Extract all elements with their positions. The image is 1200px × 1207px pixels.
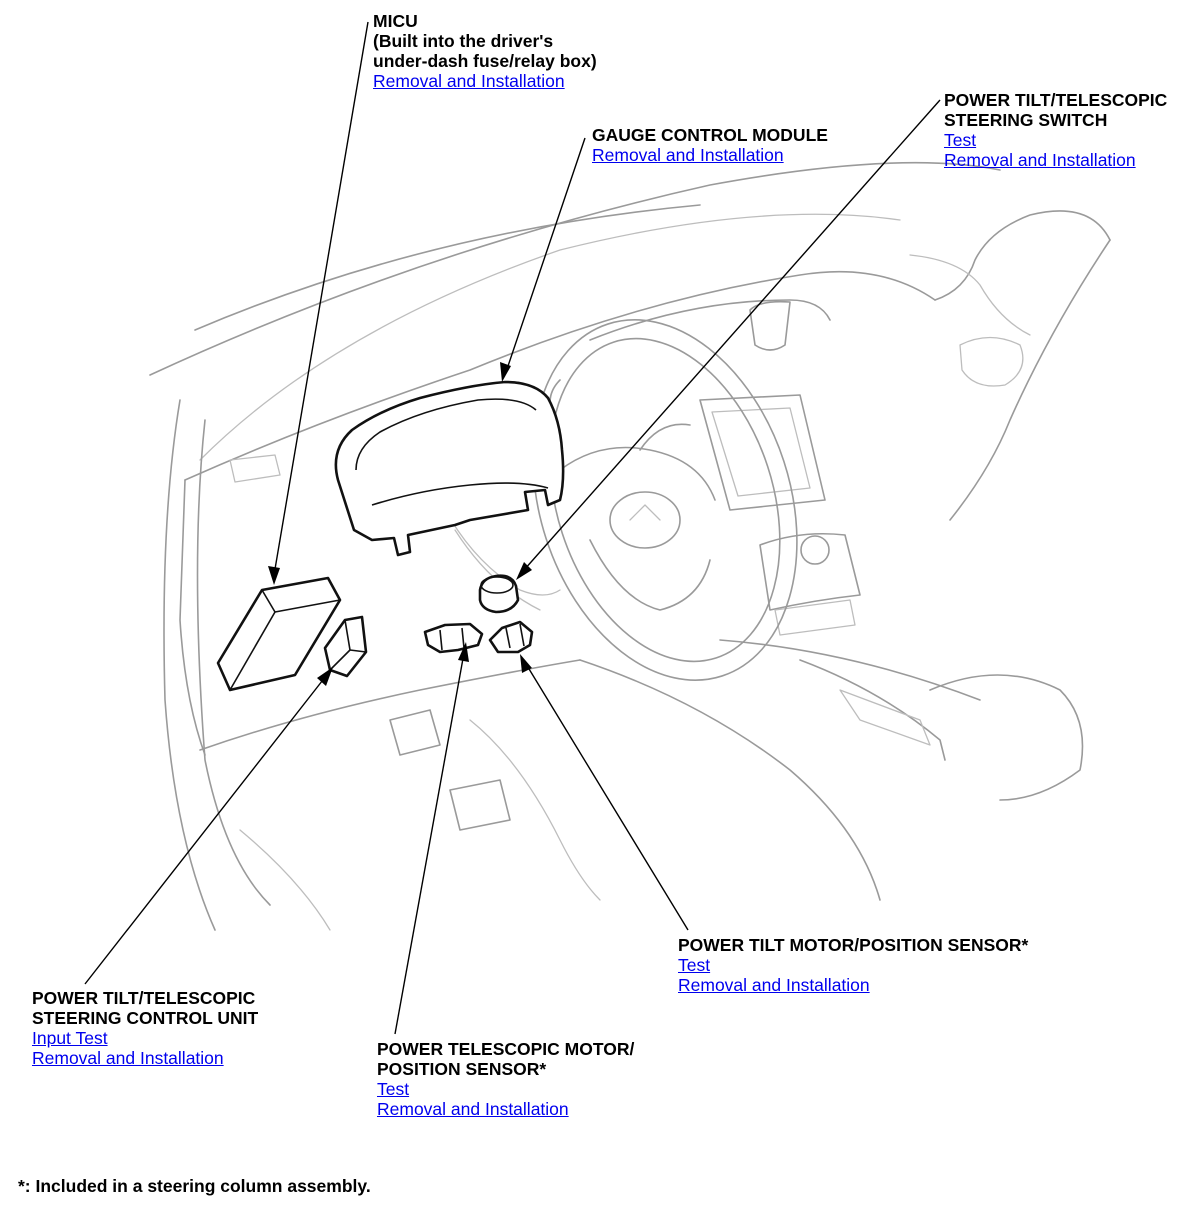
tilt-motor-removal-installation-link[interactable]: Removal and Installation: [678, 975, 870, 995]
gauge-control-module-removal-installation-link[interactable]: Removal and Installation: [592, 145, 784, 165]
micu-title-line-3: under-dash fuse/relay box): [373, 51, 597, 71]
telescopic-motor-test-link[interactable]: Test: [377, 1079, 410, 1099]
telescopic-motor-removal-installation-link[interactable]: Removal and Installation: [377, 1099, 569, 1119]
telescopic-motor-title-line-2: POSITION SENSOR*: [377, 1059, 547, 1079]
control-unit-removal-installation-link[interactable]: Removal and Installation: [32, 1048, 224, 1068]
gauge-control-module-part: [334, 380, 565, 557]
footnote: *: Included in a steering column assembl…: [18, 1176, 371, 1196]
micu-title-line-2: (Built into the driver's: [373, 31, 554, 51]
steering-switch-callout: POWER TILT/TELESCOPIC STEERING SWITCH Te…: [944, 90, 1167, 170]
gauge-control-module-title: GAUGE CONTROL MODULE: [592, 125, 828, 145]
dashboard-outline: [149, 161, 1111, 931]
steering-switch-title-line-2: STEERING SWITCH: [944, 110, 1108, 130]
telescopic-motor-callout: POWER TELESCOPIC MOTOR/ POSITION SENSOR*…: [377, 1039, 634, 1119]
telescopic-motor-title-line-1: POWER TELESCOPIC MOTOR/: [377, 1039, 635, 1059]
steering-switch-title-line-1: POWER TILT/TELESCOPIC: [944, 90, 1168, 110]
micu-part: [216, 576, 342, 692]
micu-title-line-1: MICU: [373, 11, 418, 31]
control-unit-input-test-link[interactable]: Input Test: [32, 1028, 108, 1048]
steering-control-unit-part: [323, 615, 368, 678]
steering-switch-removal-installation-link[interactable]: Removal and Installation: [944, 150, 1136, 170]
steering-switch-part: [478, 574, 520, 614]
leader-lines: [84, 21, 941, 1035]
gauge-control-module-callout: GAUGE CONTROL MODULE Removal and Install…: [592, 125, 828, 165]
tilt-motor-part: [488, 620, 534, 654]
micu-callout: MICU (Built into the driver's under-dash…: [373, 11, 597, 91]
control-unit-title-line-2: STEERING CONTROL UNIT: [32, 1008, 259, 1028]
control-unit-callout: POWER TILT/TELESCOPIC STEERING CONTROL U…: [32, 988, 258, 1068]
tilt-motor-title: POWER TILT MOTOR/POSITION SENSOR*: [678, 935, 1029, 955]
tilt-motor-test-link[interactable]: Test: [678, 955, 711, 975]
control-unit-title-line-1: POWER TILT/TELESCOPIC: [32, 988, 256, 1008]
steering-switch-test-link[interactable]: Test: [944, 130, 977, 150]
micu-removal-installation-link[interactable]: Removal and Installation: [373, 71, 565, 91]
tilt-motor-callout: POWER TILT MOTOR/POSITION SENSOR* Test R…: [678, 935, 1028, 995]
telescopic-motor-part: [423, 622, 484, 654]
